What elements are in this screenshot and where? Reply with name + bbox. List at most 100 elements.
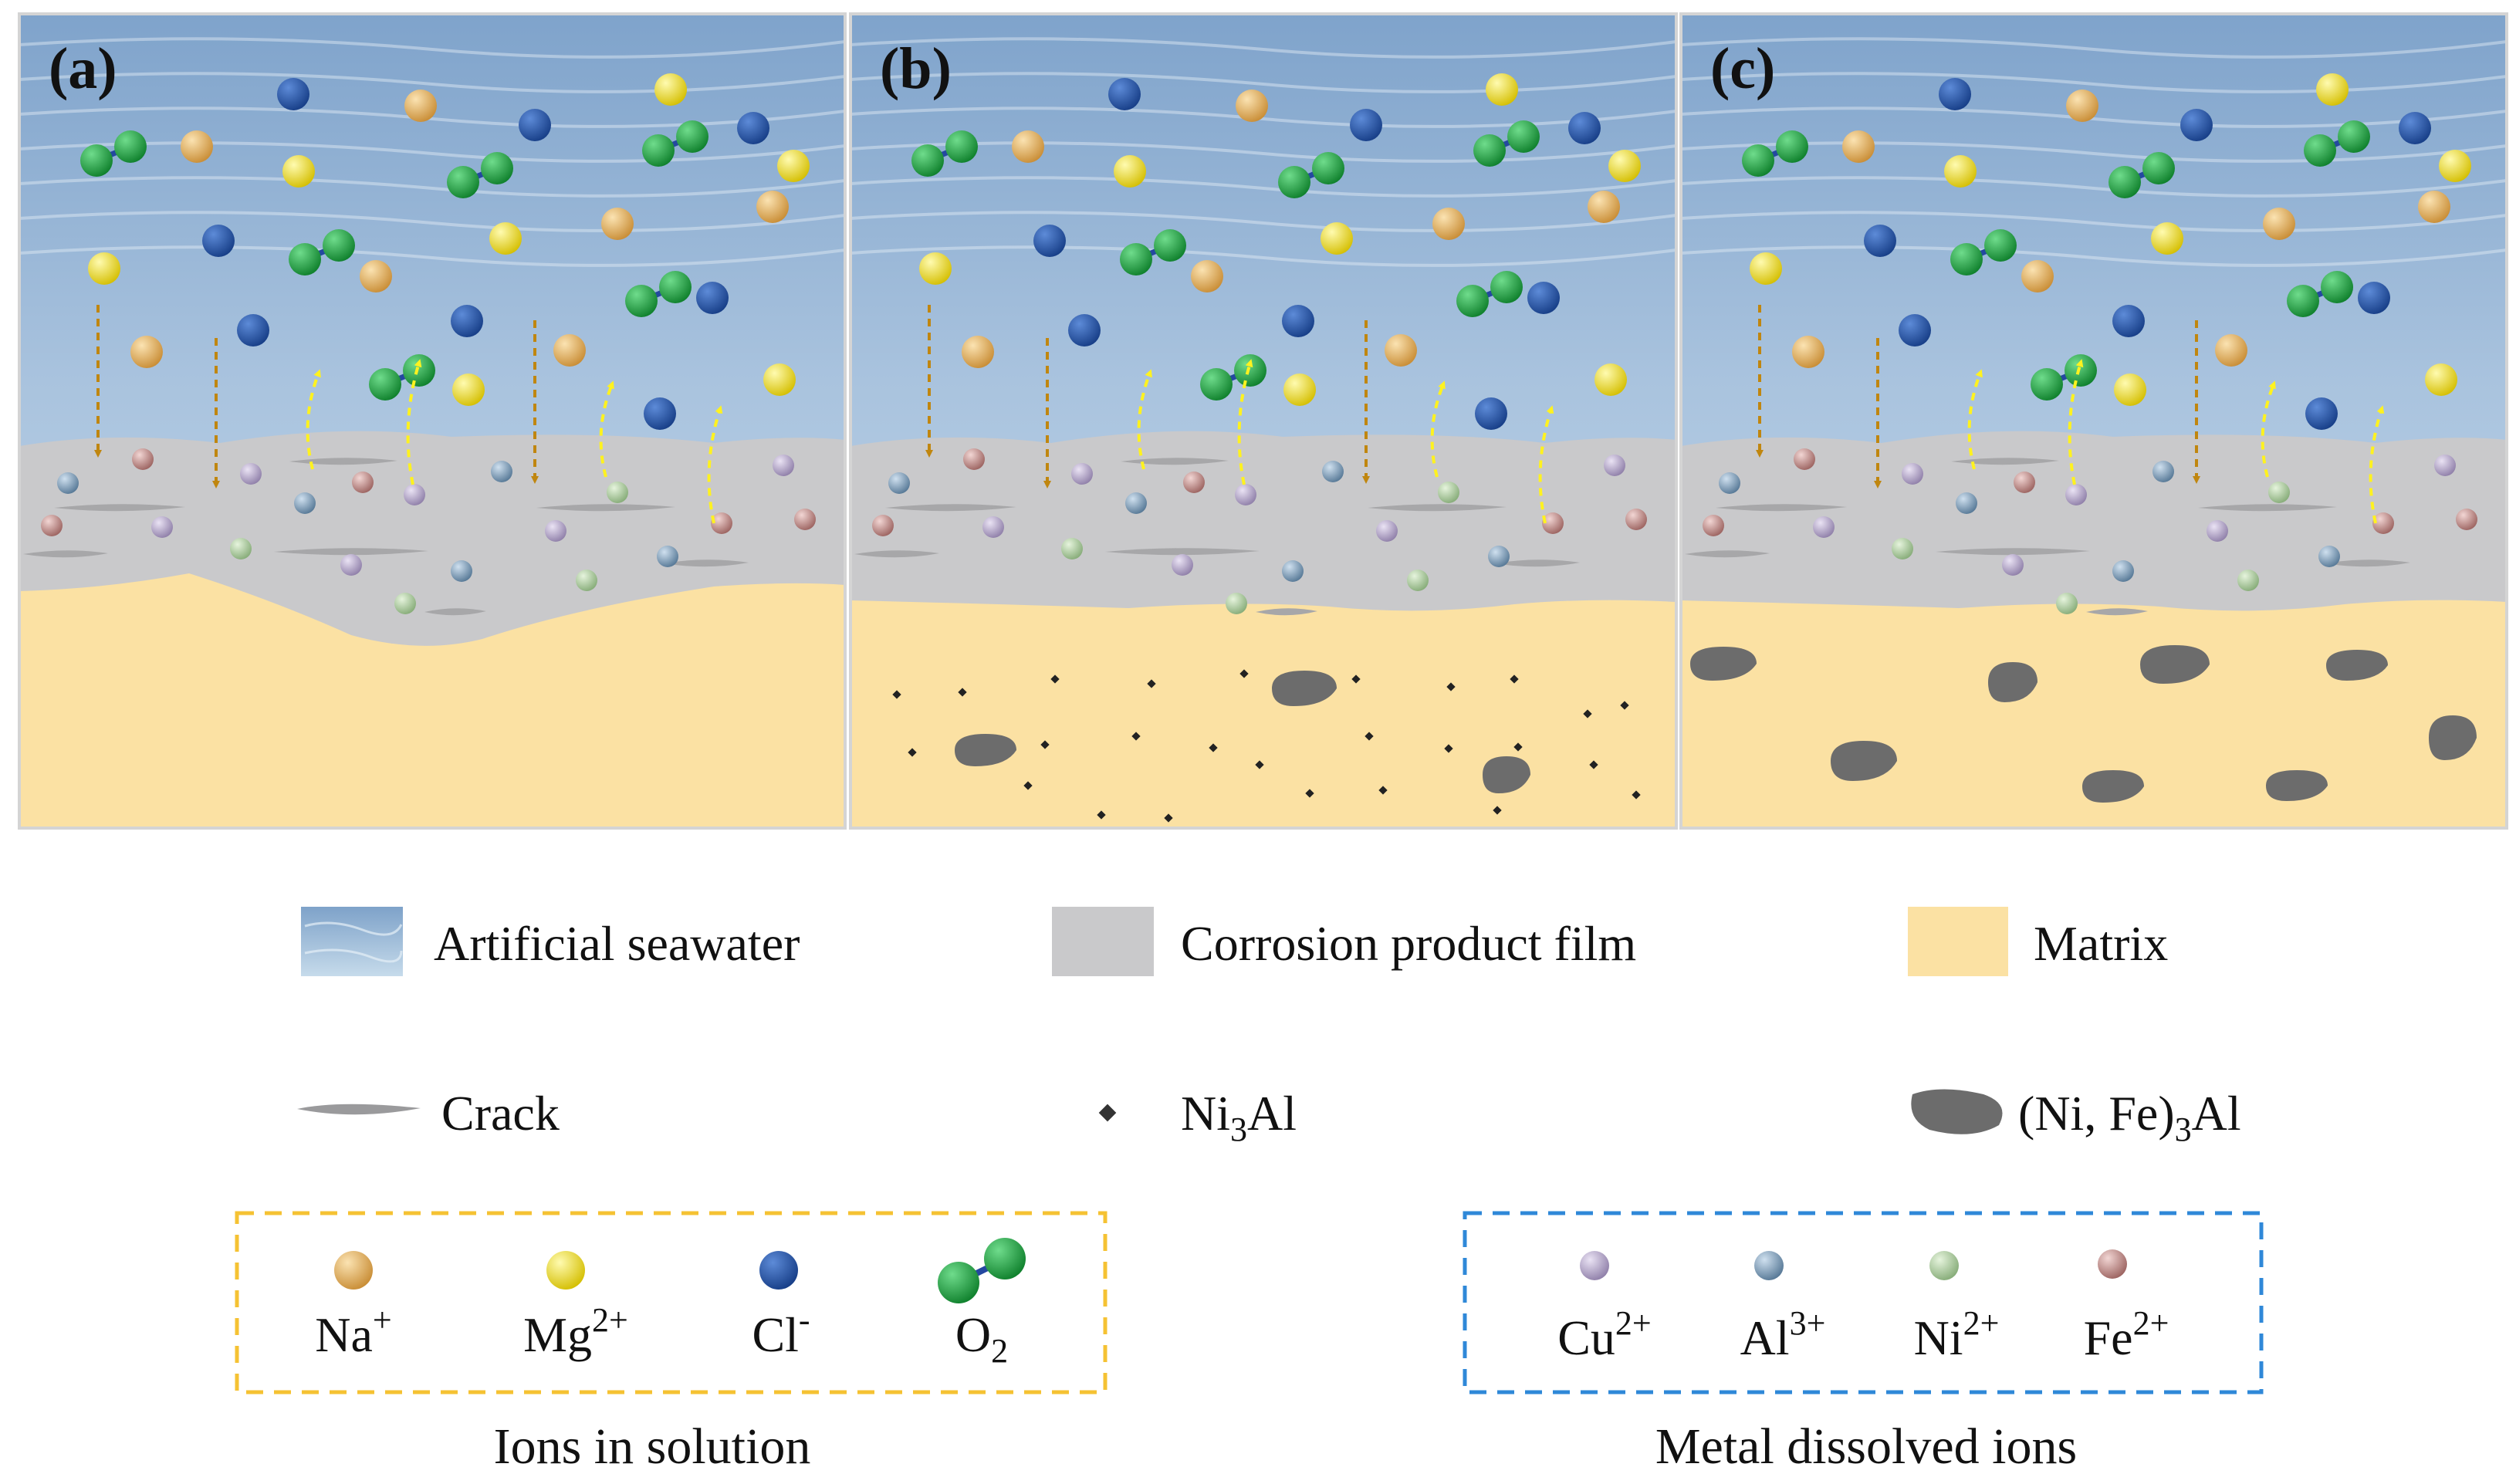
cl-ion-icon [759, 1251, 798, 1290]
cl-ion [202, 225, 235, 257]
cu-ion-label: Cu2+ [1557, 1304, 1652, 1365]
mg-ion [1283, 374, 1316, 406]
crack [854, 550, 939, 558]
na-ion [1792, 336, 1824, 368]
mg-ion-label: Mg2+ [523, 1301, 628, 1362]
nife3al-precipitate [2266, 770, 2328, 801]
fe-ion [872, 515, 894, 536]
ni3al-label: Ni3Al [1181, 1086, 1297, 1148]
metal-ions-box [1463, 1211, 2264, 1394]
fe-ion [1794, 448, 1815, 470]
water-ripple [1681, 37, 2507, 59]
ni3al-particle [1620, 701, 1629, 710]
water-ripple [19, 37, 845, 59]
cl-ion [737, 112, 769, 144]
al-ion [1125, 492, 1147, 514]
mg-ion [777, 150, 810, 182]
crack-icon [297, 1104, 421, 1115]
na-ion [553, 334, 586, 367]
ni-ion [576, 570, 597, 591]
ni3al-particle [1378, 786, 1388, 795]
cl-ion [1527, 282, 1560, 314]
ni3al-particle [908, 748, 917, 757]
mg-ion [2151, 222, 2183, 255]
corrosion-film-layer [1681, 431, 2507, 611]
o2-molecule [289, 229, 355, 276]
panel-a: (a) [18, 12, 847, 830]
ni3al-particle [1097, 810, 1106, 820]
nife3al-precipitate [1988, 662, 2037, 702]
na-ion [130, 336, 163, 368]
water-ripple [19, 72, 845, 93]
ni-ion [2056, 593, 2078, 614]
crack [885, 504, 1016, 512]
ni-ion [230, 538, 252, 559]
ni-ion-label: Ni2+ [1914, 1304, 2000, 1365]
o2-molecule [642, 120, 708, 167]
fe-ion [2456, 509, 2477, 530]
ni3al-particle [1239, 669, 1249, 678]
cl-ion [237, 314, 269, 346]
ni3al-particle [1269, 861, 1277, 870]
na-ion [1012, 130, 1044, 163]
cl-ion [2399, 112, 2431, 144]
al-ion [1956, 492, 1977, 514]
outward-diffusion-arrow [2261, 380, 2276, 478]
water-ripple [1681, 141, 2507, 163]
water-ripple [851, 72, 1676, 93]
cu-ion [340, 554, 362, 576]
al-ion [1322, 461, 1344, 482]
water-ripple [1681, 245, 2507, 267]
fe-ion [1703, 515, 1724, 536]
o2-molecule [1950, 229, 2017, 276]
crack [1368, 504, 1507, 512]
na-ion [601, 208, 634, 240]
crack [1936, 548, 2090, 556]
outward-diffusion-arrow [1430, 380, 1446, 478]
o2-molecule [1473, 120, 1540, 167]
nife3al-precipitate [2429, 715, 2477, 760]
outward-diffusion-arrow [2068, 359, 2084, 485]
nife3al-icon [1911, 1089, 2003, 1134]
cu-ion [1813, 516, 1835, 538]
cl-ion [2358, 282, 2390, 314]
nife3al-precipitate [955, 734, 1016, 766]
water-ripple [851, 141, 1676, 163]
mg-ion [1114, 155, 1146, 188]
na-ion [181, 130, 213, 163]
fe-ion [2014, 472, 2035, 493]
al-ion [1488, 546, 1510, 567]
outward-diffusion-arrow [2369, 405, 2385, 524]
film-label: Corrosion product film [1181, 916, 1636, 971]
legend-layers: Artificial seawater Corrosion product fi… [301, 907, 2168, 976]
film-swatch [1052, 907, 1154, 976]
panel-b: (b) [849, 12, 1678, 870]
fe-ion [1183, 472, 1205, 493]
ni3al-icon [1098, 1104, 1117, 1122]
cu-ion [773, 455, 794, 476]
al-ion [1282, 560, 1304, 582]
cl-ion [1068, 314, 1101, 346]
ni3al-particle [1164, 813, 1173, 823]
outward-diffusion-arrow [406, 359, 422, 485]
cu-ion [151, 516, 173, 538]
mg-ion [654, 73, 687, 106]
crack [2325, 559, 2410, 567]
na-ion [2263, 208, 2295, 240]
panel-label: (b) [880, 36, 952, 101]
mg-ion [1486, 73, 1518, 106]
fe-ion [41, 515, 63, 536]
cu-ion-icon [1580, 1251, 1609, 1280]
o2-molecule [369, 354, 435, 401]
cl-ion [2305, 397, 2338, 430]
water-ripple [19, 211, 845, 232]
mg-ion [88, 252, 120, 285]
ni3al-particle [1305, 789, 1314, 798]
water-ripple [19, 141, 845, 163]
cl-ion [1350, 109, 1382, 141]
na-ion [1842, 130, 1875, 163]
na-ion [404, 90, 437, 122]
water-ripple [851, 176, 1676, 198]
matrix-swatch [1908, 907, 2008, 976]
